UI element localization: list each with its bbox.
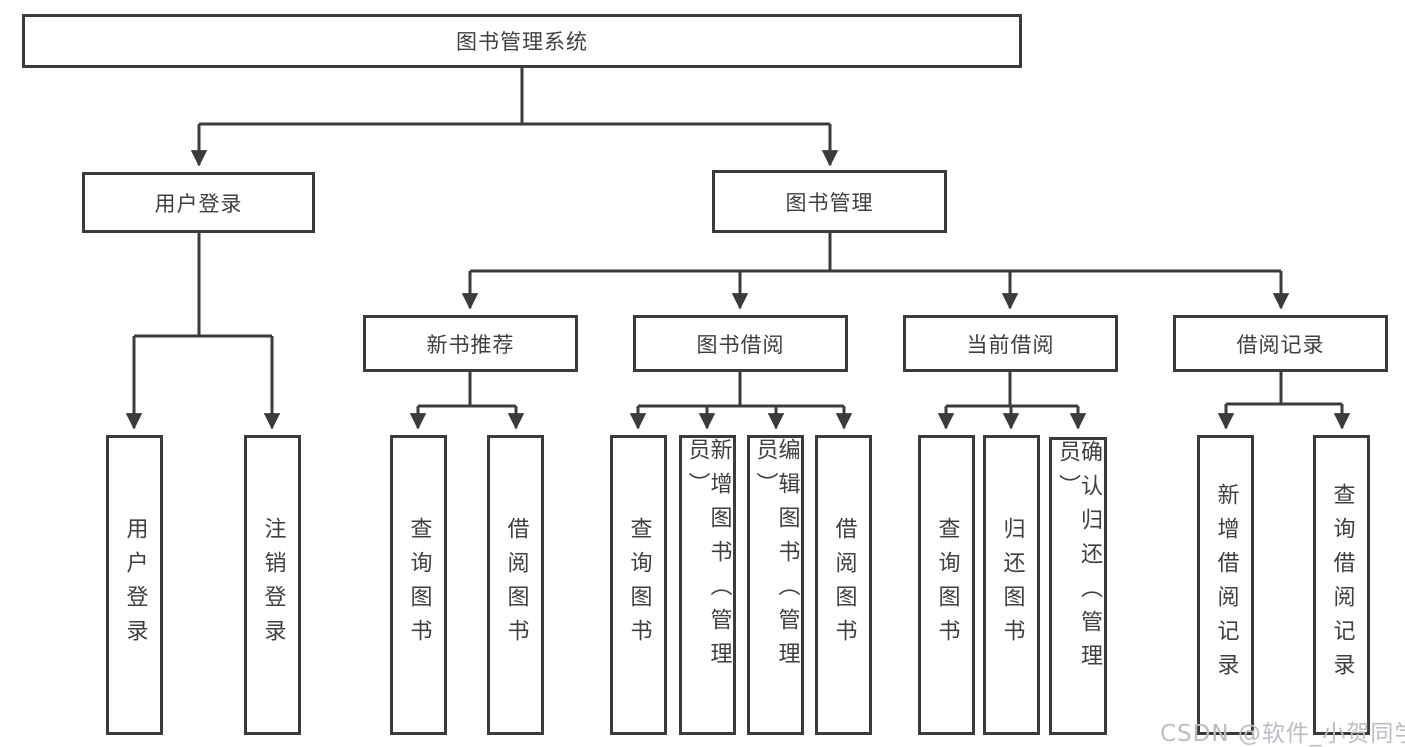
csdn-watermark: CSDN @软件_小贺同学 <box>1160 721 1405 747</box>
leaf-confirm-return-admin: 确认归还（管理员） <box>1049 437 1107 735</box>
leaf-query-borrow-record: 查询借阅记录 <box>1313 435 1370 735</box>
node-library-system: 图书管理系统 <box>22 14 1022 68</box>
leaf-user-login: 用户登录 <box>106 435 163 735</box>
leaf-query-books-current: 查询图书 <box>918 435 975 735</box>
leaf-borrow-books-recommend: 借阅图书 <box>487 435 544 735</box>
node-current-borrowing: 当前借阅 <box>903 315 1118 372</box>
leaf-borrow-books-borrowing: 借阅图书 <box>815 435 872 735</box>
leaf-query-books-recommend: 查询图书 <box>390 435 447 735</box>
leaf-logout: 注销登录 <box>244 435 301 735</box>
node-user-login: 用户登录 <box>82 172 315 233</box>
leaf-add-book-admin: 新增图书（管理员） <box>679 435 736 735</box>
leaf-edit-book-admin: 编辑图书（管理员） <box>747 435 804 735</box>
leaf-query-books-borrowing: 查询图书 <box>610 435 667 735</box>
leaf-add-borrow-record: 新增借阅记录 <box>1197 435 1254 735</box>
node-borrowing-records: 借阅记录 <box>1173 315 1388 372</box>
node-book-management: 图书管理 <box>712 170 947 233</box>
node-book-borrowing: 图书借阅 <box>633 315 848 372</box>
node-new-book-recommend: 新书推荐 <box>363 315 578 372</box>
leaf-return-books: 归还图书 <box>983 435 1040 735</box>
